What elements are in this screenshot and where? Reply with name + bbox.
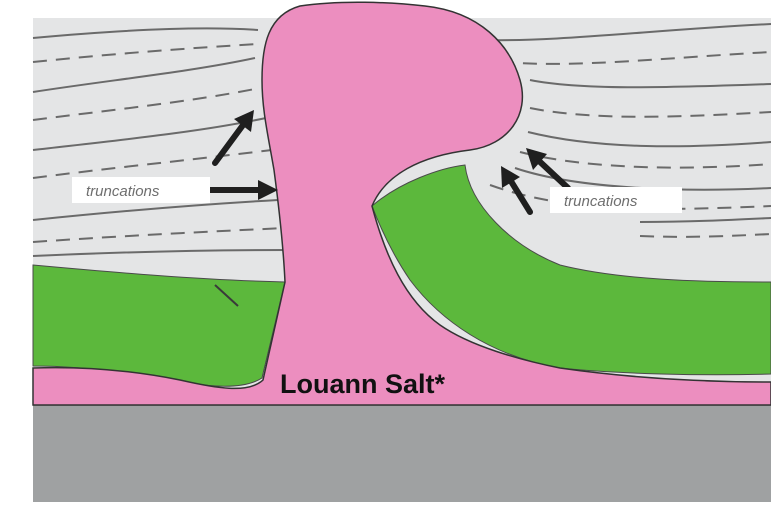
basement-layer [33, 405, 771, 502]
truncations-label-left: truncations [86, 183, 160, 200]
truncations-label-right: truncations [564, 193, 638, 210]
salt-label: Louann Salt* [280, 369, 445, 399]
